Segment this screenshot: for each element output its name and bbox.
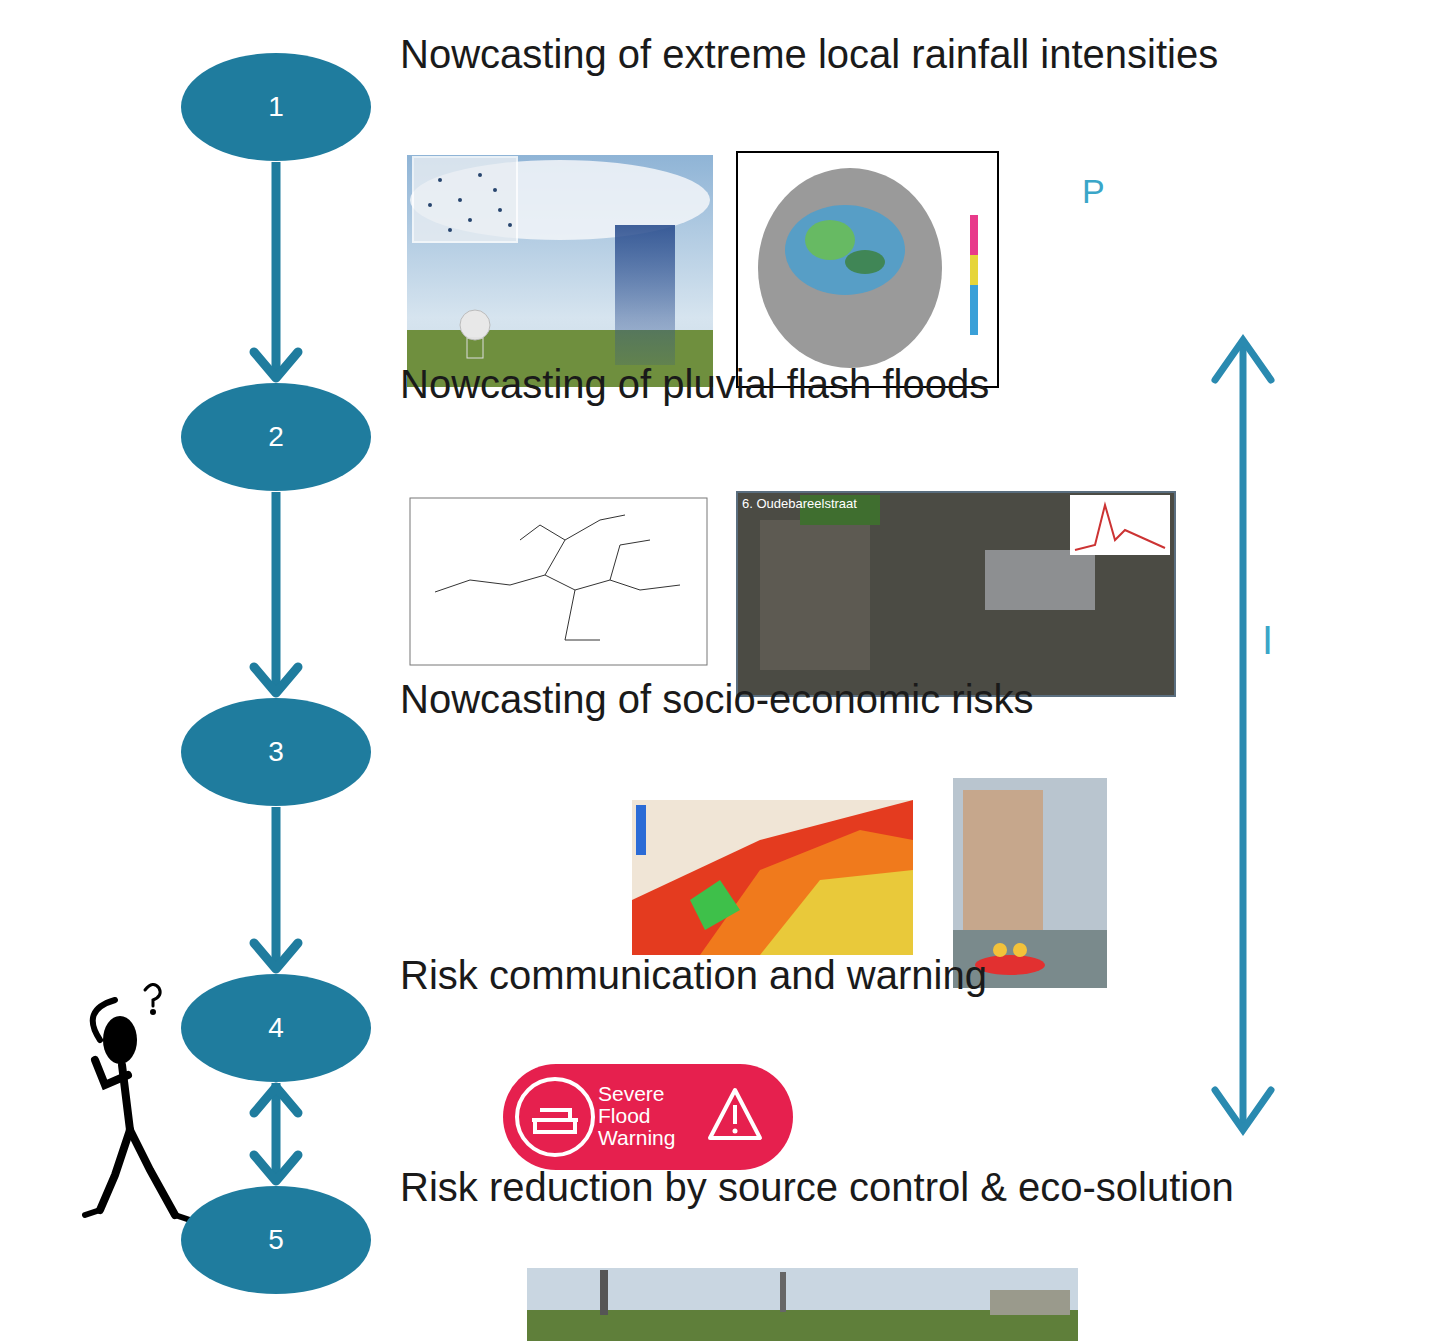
warning-badge bbox=[503, 1064, 793, 1170]
step-oval: 5Risk reduction by source control & eco-… bbox=[180, 1185, 372, 1295]
thinking-figure bbox=[85, 984, 190, 1220]
step-oval: 3Nowcasting of socio-economic risks bbox=[180, 697, 372, 807]
risk-map bbox=[632, 800, 913, 955]
green-space-photo bbox=[527, 1268, 1078, 1341]
step-number: 2 bbox=[180, 382, 372, 492]
cut-letter: P bbox=[1082, 172, 1105, 211]
radar-map bbox=[737, 152, 998, 387]
cut-letter: I bbox=[1262, 618, 1273, 663]
step-number: 5 bbox=[180, 1185, 372, 1295]
step-heading: Nowcasting of pluvial flash floods bbox=[400, 362, 989, 407]
step-oval: 4Risk communication and warning bbox=[180, 973, 372, 1083]
double-arrow bbox=[1215, 340, 1271, 1130]
flow-arrow bbox=[254, 162, 298, 379]
radar-scene bbox=[407, 155, 713, 387]
step-oval: 2Nowcasting of pluvial flash floods bbox=[180, 382, 372, 492]
photo-caption: 6. Oudebareelstraat bbox=[742, 496, 857, 511]
flow-arrow bbox=[254, 807, 298, 970]
aerial-photo bbox=[737, 492, 1175, 696]
step-heading: Risk reduction by source control & eco-s… bbox=[400, 1165, 1234, 1210]
step-heading: Nowcasting of socio-economic risks bbox=[400, 677, 1034, 722]
flow-arrow bbox=[254, 492, 298, 694]
step-number: 4 bbox=[180, 973, 372, 1083]
warning-text: Severe Flood Warning bbox=[598, 1083, 698, 1149]
flow-arrow bbox=[254, 1083, 298, 1182]
step-number: 3 bbox=[180, 697, 372, 807]
step-oval: 1Nowcasting of extreme local rainfall in… bbox=[180, 52, 372, 162]
step-heading: Risk communication and warning bbox=[400, 953, 987, 998]
step-number: 1 bbox=[180, 52, 372, 162]
sewer-network bbox=[410, 498, 707, 665]
step-heading: Nowcasting of extreme local rainfall int… bbox=[400, 32, 1218, 77]
